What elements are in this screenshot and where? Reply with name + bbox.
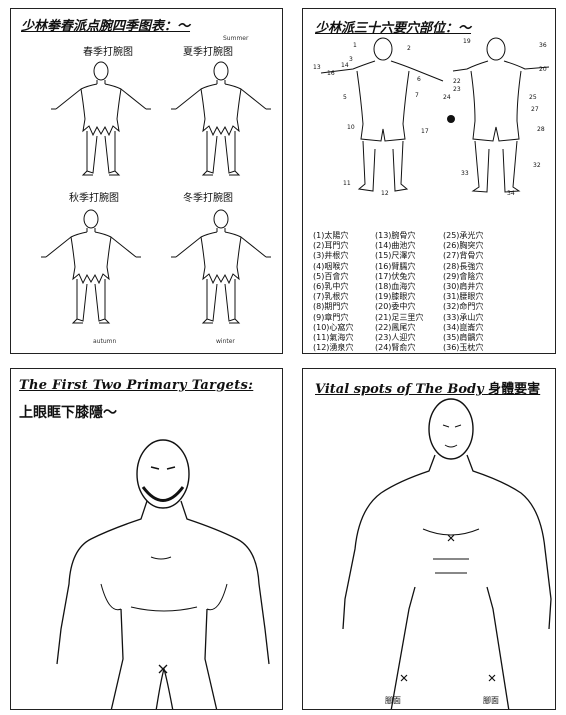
svg-text:16: 16 <box>327 70 335 77</box>
svg-text:22: 22 <box>453 78 461 85</box>
point-item: (32)命門穴 <box>443 302 523 312</box>
vital-panel: Vital spots of The Body 身體要害 腳面 腳面 <box>302 368 556 710</box>
point-item: (27)背骨穴 <box>443 251 523 261</box>
svg-text:2: 2 <box>407 45 411 52</box>
svg-text:12: 12 <box>381 190 389 197</box>
svg-text:6: 6 <box>417 76 421 83</box>
foot-label-right: 腳面 <box>483 695 499 706</box>
svg-text:34: 34 <box>507 190 515 197</box>
point-item: (26)胸突穴 <box>443 241 523 251</box>
svg-text:24: 24 <box>443 94 451 101</box>
svg-text:19: 19 <box>463 38 471 45</box>
targets-panel: The First Two Primary Targets: 上眼眶下膝隱～ <box>10 368 283 710</box>
svg-text:13: 13 <box>313 64 321 71</box>
svg-text:14: 14 <box>341 62 349 69</box>
svg-text:27: 27 <box>531 106 539 113</box>
targets-figure-illustration <box>11 369 283 710</box>
svg-text:7: 7 <box>415 92 419 99</box>
seasons-panel: 少林拳春派点腕四季图表：～ 春季打腕图 夏季打腕图 秋季打腕图 冬季打腕图 Su… <box>10 8 283 354</box>
svg-text:3: 3 <box>349 56 353 63</box>
svg-text:20: 20 <box>539 66 547 73</box>
svg-text:5: 5 <box>343 94 347 101</box>
svg-text:10: 10 <box>347 124 355 131</box>
point-item: (29)會陰穴 <box>443 272 523 282</box>
svg-text:33: 33 <box>461 170 469 177</box>
point-item: (36)玉枕穴 <box>443 343 523 353</box>
season-figures-illustration <box>11 9 283 354</box>
svg-text:32: 32 <box>533 162 541 169</box>
point-item: (31)腰眼穴 <box>443 292 523 302</box>
foot-label-left: 腳面 <box>385 695 401 706</box>
svg-text:23: 23 <box>453 86 461 93</box>
svg-text:36: 36 <box>539 42 547 49</box>
svg-text:25: 25 <box>529 94 537 101</box>
point-item: (25)承光穴 <box>443 231 523 241</box>
svg-text:28: 28 <box>537 126 545 133</box>
vital-figure-illustration <box>303 369 556 710</box>
point-item: (34)崑崙穴 <box>443 323 523 333</box>
point-item: (28)長強穴 <box>443 262 523 272</box>
point-item: (30)肩井穴 <box>443 282 523 292</box>
svg-text:11: 11 <box>343 180 351 187</box>
points-list-column-3: (25)承光穴(26)胸突穴 (27)背骨穴(28)長強穴 (29)會陰穴(30… <box>443 231 523 353</box>
svg-text:17: 17 <box>421 128 429 135</box>
point-item: (35)肩髃穴 <box>443 333 523 343</box>
point-item: (33)承山穴 <box>443 313 523 323</box>
svg-text:1: 1 <box>353 42 357 49</box>
